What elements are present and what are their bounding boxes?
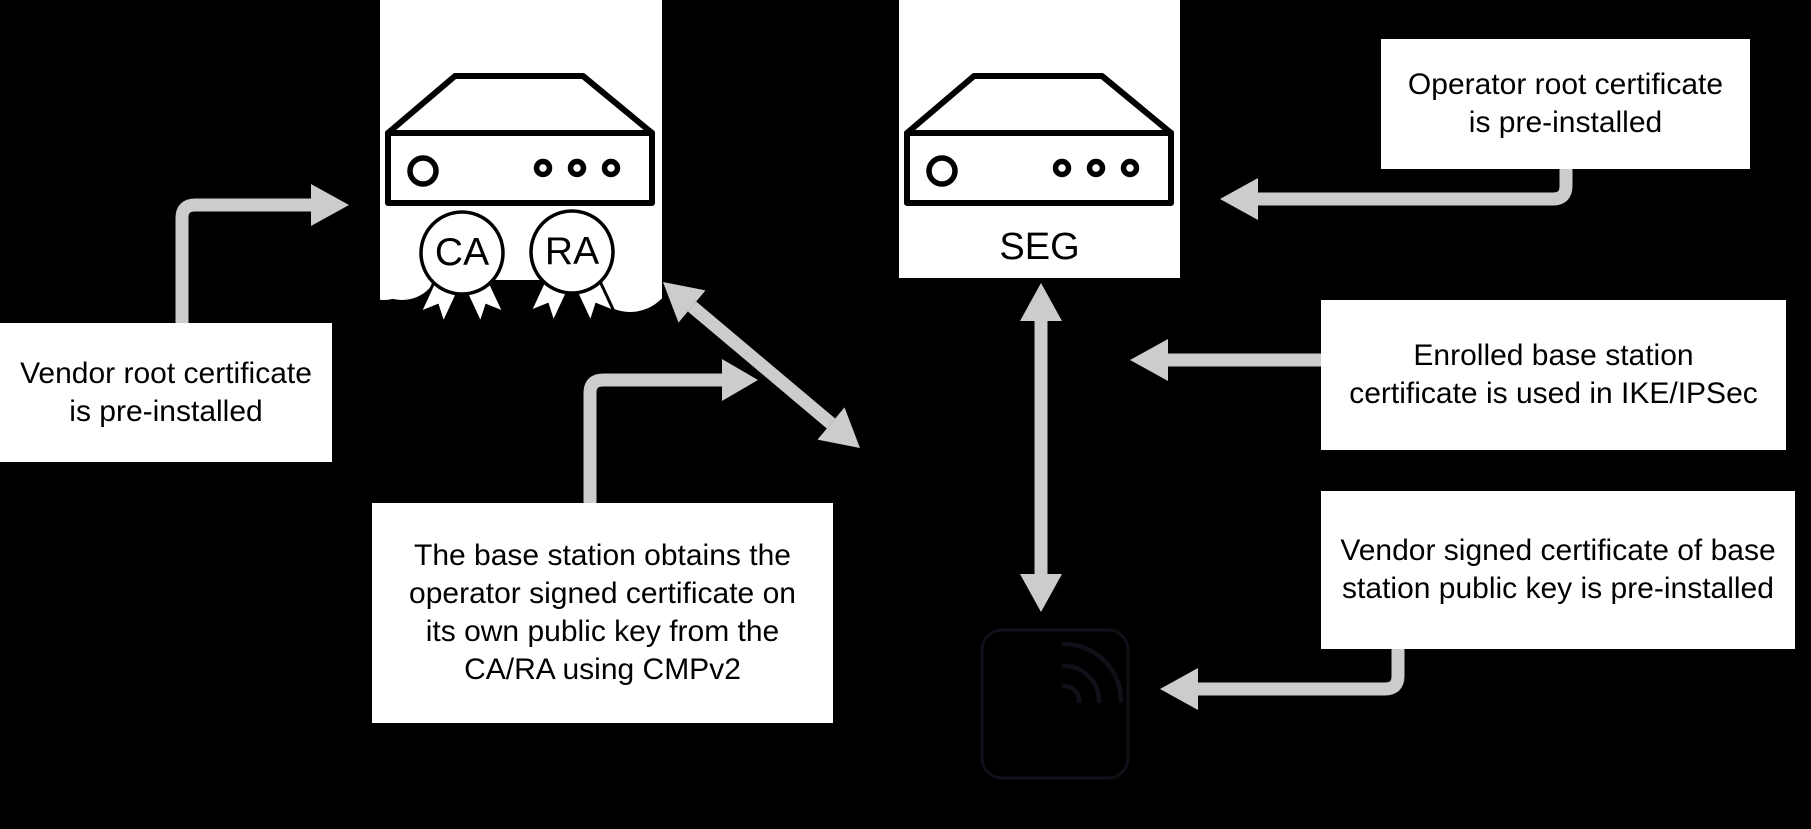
vendor-signed-arrow: [1160, 643, 1405, 710]
callout-line: Vendor root certificate: [20, 356, 312, 390]
ca-seal-icon: [416, 210, 508, 328]
vendor-signed-callout: Vendor signed certificate of base statio…: [1321, 491, 1795, 649]
callout-line: Vendor signed certificate of base: [1340, 534, 1776, 567]
callout-line: CA/RA using CMPv2: [464, 653, 741, 686]
seg-base-station-double-arrow: [1020, 283, 1062, 612]
vendor-root-callout: Vendor root certificate is pre-installed: [0, 323, 332, 462]
callout-line: operator signed certificate on: [409, 577, 796, 610]
ca-seal-label: CA: [434, 231, 490, 274]
server-icon-seg: [904, 73, 1174, 206]
callout-line: Operator root certificate: [1407, 68, 1724, 101]
callout-line: is pre-installed: [1468, 106, 1663, 139]
ca-ra-base-station-double-arrow: [663, 282, 860, 448]
enrolled-cert-arrow: [1130, 339, 1325, 381]
vendor-root-arrow: [175, 184, 349, 330]
base-station-icon: [980, 628, 1130, 780]
enrolled-cert-callout: Enrolled base station certificate is use…: [1321, 300, 1786, 450]
server-icon-ca-ra: [385, 73, 655, 206]
operator-root-arrow: [1220, 163, 1573, 220]
ra-seal-icon: [526, 209, 618, 327]
callout-line: is pre-installed: [69, 394, 263, 428]
arrows: [175, 163, 1573, 710]
callout-line: Enrolled base station: [1413, 339, 1694, 372]
callout-line: The base station obtains the: [414, 539, 791, 572]
seg-label: SEG: [999, 226, 1080, 268]
cmpv2-annotation-arrow: [583, 359, 758, 510]
callout-line: station public key is pre-installed: [1342, 572, 1774, 605]
callout-line: certificate is used in IKE/IPSec: [1349, 377, 1758, 410]
callout-line: its own public key from the: [425, 615, 780, 648]
ra-seal-label: RA: [544, 230, 600, 273]
operator-root-callout: Operator root certificate is pre-install…: [1381, 39, 1750, 169]
cmpv2-callout: The base station obtains the operator si…: [372, 503, 833, 723]
